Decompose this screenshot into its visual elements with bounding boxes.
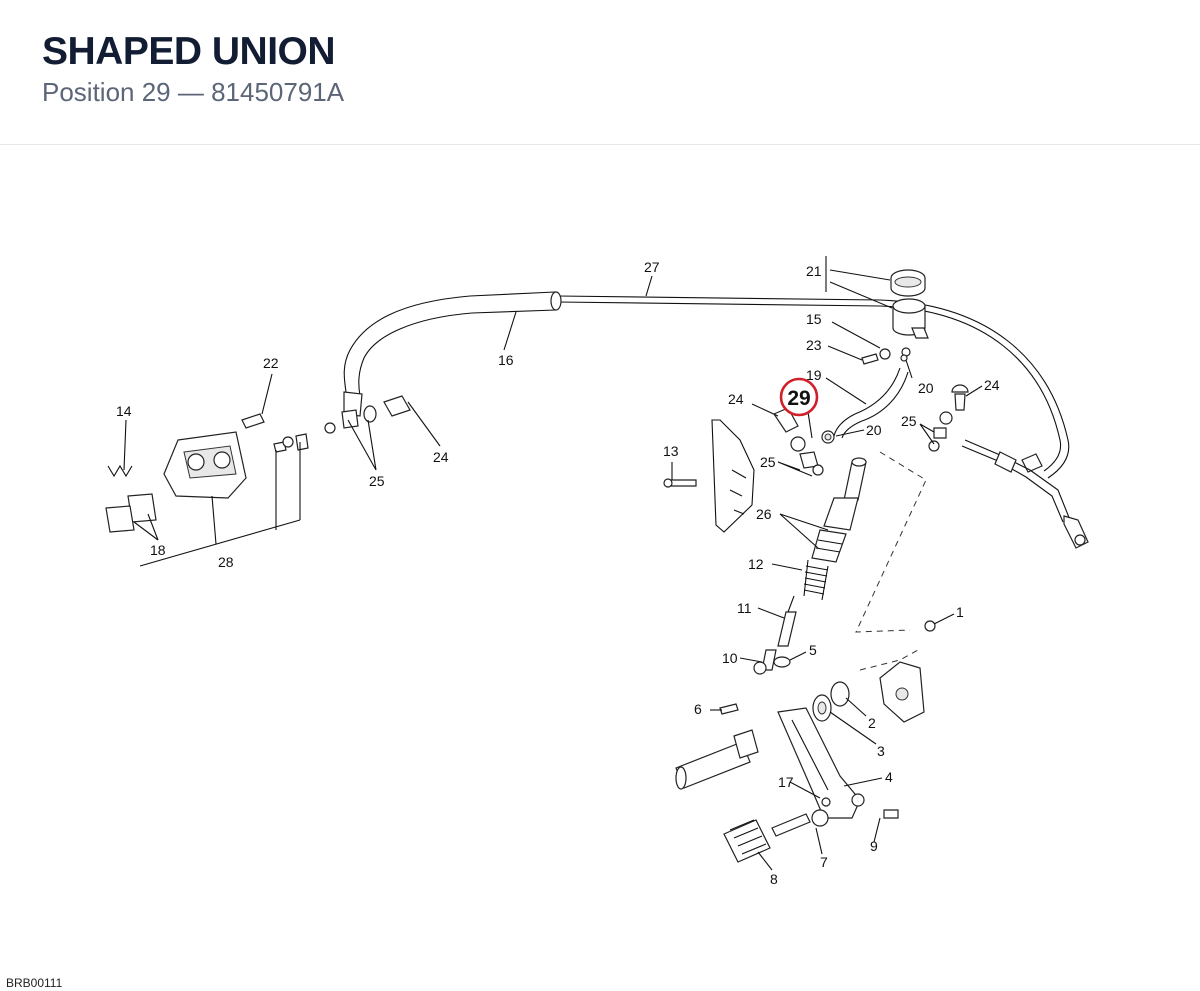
- shaped-union-29: [773, 407, 824, 476]
- callout-1: 1: [956, 604, 964, 620]
- callout-25-right: 25: [901, 413, 917, 429]
- callout-4: 4: [885, 769, 893, 785]
- bolt-24-right: [928, 384, 969, 452]
- page-subtitle: Position 29 — 81450791A: [42, 77, 345, 107]
- callout-labels: 27 16 22 14 25 24 18 28 21 15 23 19 20 2…: [116, 259, 1000, 887]
- callout-25-mid: 25: [760, 454, 776, 470]
- brake-hose-27: [557, 295, 1089, 549]
- master-cylinder-26: [811, 457, 867, 563]
- caliper-seals-25: [273, 395, 411, 453]
- highlight-callout-29: 29: [779, 377, 819, 417]
- clamp-20-right: [821, 430, 835, 444]
- callout-13: 13: [663, 443, 679, 459]
- page-title: SHAPED UNION: [42, 30, 336, 73]
- diagram-code: BRB00111: [6, 976, 63, 990]
- pedal-bracket: [812, 620, 936, 723]
- callout-8: 8: [770, 871, 778, 887]
- footpeg-left: [675, 703, 759, 790]
- footpeg-8: [723, 797, 899, 863]
- callout-6: 6: [694, 701, 702, 717]
- callout-19: 19: [806, 367, 822, 383]
- callout-23: 23: [806, 337, 822, 353]
- callout-21: 21: [806, 263, 822, 279]
- callout-3: 3: [877, 743, 885, 759]
- highlight-label: 29: [787, 387, 810, 410]
- callout-11: 11: [737, 600, 752, 616]
- header: SHAPED UNION Position 29 — 81450791A: [0, 0, 1200, 145]
- callout-20-top: 20: [918, 380, 934, 396]
- callout-24-left: 24: [433, 449, 449, 465]
- leader-lines: [123, 256, 983, 871]
- bolt-23: [861, 348, 891, 365]
- hose-19: [833, 367, 909, 439]
- spring-12: [803, 559, 829, 601]
- brake-pedal-4: [777, 707, 865, 819]
- brake-pads-18: [105, 493, 157, 533]
- brake-hose-16: [343, 291, 562, 417]
- callout-16: 16: [498, 352, 514, 368]
- pin-14: [107, 464, 133, 478]
- caliper-28: [163, 413, 265, 499]
- pushrod-11: [753, 595, 797, 675]
- callout-24-right: 24: [984, 377, 1000, 393]
- caliper-bracket-line: [139, 442, 301, 567]
- dash-guide: [855, 451, 927, 633]
- callout-28: 28: [218, 554, 234, 570]
- highlight-circle: [779, 377, 819, 417]
- callout-22: 22: [263, 355, 279, 371]
- callout-24-mid: 24: [728, 391, 744, 407]
- callout-2: 2: [868, 715, 876, 731]
- callout-25-left: 25: [369, 473, 385, 489]
- callout-18: 18: [150, 542, 166, 558]
- callout-5: 5: [809, 642, 817, 658]
- reservoir-21: [890, 269, 929, 362]
- callout-9: 9: [870, 838, 878, 854]
- callout-12: 12: [748, 556, 764, 572]
- callout-27: 27: [644, 259, 660, 275]
- callout-17: 17: [778, 774, 794, 790]
- callout-26: 26: [756, 506, 772, 522]
- callout-14: 14: [116, 403, 132, 419]
- callout-10: 10: [722, 650, 738, 666]
- heat-shield: [663, 419, 755, 533]
- callout-7: 7: [820, 854, 828, 870]
- callout-15: 15: [806, 311, 822, 327]
- callout-20-mid: 20: [866, 422, 882, 438]
